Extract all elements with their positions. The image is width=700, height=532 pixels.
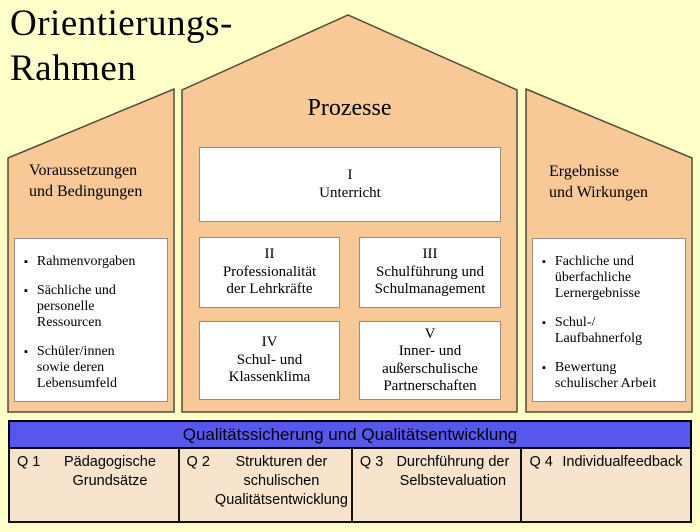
list-item: ▪ Sächliche und personelle Ressourcen (24, 283, 164, 331)
square-bullet-icon: ▪ (24, 285, 28, 297)
process-box-label: Schulführung und Schulmanagement (374, 263, 486, 298)
square-bullet-icon: ▪ (24, 346, 28, 358)
right-column-panel: ▪ Fachliche und überfachliche Lernergebn… (532, 238, 686, 402)
quality-cell-id: Q 1 (17, 454, 41, 470)
quality-cell-id: Q 4 (529, 454, 553, 470)
quality-cell-id: Q 3 (359, 454, 384, 470)
quality-cell-label: Pädagogische Grundsätze (64, 454, 156, 489)
square-bullet-icon: ▪ (542, 256, 546, 268)
left-bullet-list: ▪ Rahmenvorgaben ▪ Sächliche und persone… (15, 239, 167, 392)
list-item-label: Sächliche und personelle Ressourcen (36, 283, 116, 330)
process-box-label: Unterricht (319, 184, 381, 201)
list-item: ▪ Schul-/ Laufbahnerfolg (542, 315, 682, 347)
quality-cell-q4: Q 4 Individualfeedback (520, 449, 690, 521)
process-box-1-unterricht: I Unterricht (199, 147, 501, 222)
left-column-panel: ▪ Rahmenvorgaben ▪ Sächliche und persone… (14, 238, 168, 402)
process-box-numeral: V (424, 325, 436, 342)
square-bullet-icon: ▪ (542, 362, 546, 374)
list-item-label: Schüler/innen sowie deren Lebensumfeld (36, 344, 117, 391)
right-bullet-list: ▪ Fachliche und überfachliche Lernergebn… (533, 239, 685, 392)
list-item-label: Fachliche und überfachliche Lernergebnis… (554, 254, 641, 301)
process-box-numeral: II (264, 246, 275, 263)
center-heading: Prozesse (307, 95, 392, 121)
list-item-label: Bewertung schulischer Arbeit (554, 360, 657, 391)
square-bullet-icon: ▪ (542, 317, 546, 329)
page-title: Orientierungs- Rahmen (10, 3, 233, 89)
right-column-heading: Ergebnisse und Wirkungen (549, 163, 649, 201)
list-item: ▪ Schüler/innen sowie deren Lebensumfeld (24, 344, 164, 392)
square-bullet-icon: ▪ (24, 256, 28, 268)
list-item: ▪ Bewertung schulischer Arbeit (542, 360, 682, 392)
quality-bar: Qualitätssicherung und Qualitätsentwickl… (8, 420, 692, 449)
quality-cell-label: Individualfeedback (562, 454, 683, 470)
process-box-label: Inner- und außerschulische Partnerschaft… (382, 343, 478, 394)
quality-cell-q1: Q 1 Pädagogische Grundsätze (10, 449, 178, 521)
list-item: ▪ Fachliche und überfachliche Lernergebn… (542, 254, 682, 302)
quality-bar-label: Qualitätssicherung und Qualitätsentwickl… (182, 424, 518, 444)
list-item-label: Schul-/ Laufbahnerfolg (554, 315, 642, 346)
quality-cell-id: Q 2 (186, 454, 210, 470)
quality-cell-label: Strukturen der schulischen Qualitätsentw… (214, 454, 348, 508)
quality-row: Q 1 Pädagogische Grundsätze Q 2 Struktur… (8, 449, 692, 523)
process-box-numeral: IV (261, 334, 278, 351)
list-item-label: Rahmenvorgaben (36, 254, 136, 269)
process-box-label: Professionalität der Lehrkräfte (222, 263, 317, 298)
quality-cell-q2: Q 2 Strukturen der schulischen Qualitäts… (177, 449, 351, 521)
process-box-3-schulfuehrung: III Schulführung und Schulmanagement (359, 237, 501, 308)
process-box-4-klassenklima: IV Schul- und Klassenklima (199, 321, 340, 400)
process-box-label: Schul- und Klassenklima (228, 351, 311, 386)
list-item: ▪ Rahmenvorgaben (24, 254, 164, 270)
process-box-2-professionalitaet: II Professionalität der Lehrkräfte (199, 237, 340, 308)
process-box-numeral: III (422, 246, 438, 263)
quality-cell-q3: Q 3 Durchführung der Selbstevaluation (350, 449, 521, 521)
quality-cell-label: Durchführung der Selbstevaluation (396, 454, 510, 489)
left-column-heading: Voraussetzungen und Bedingungen (29, 162, 143, 200)
process-box-5-partnerschaften: V Inner- und außerschulische Partnerscha… (359, 321, 501, 400)
process-box-numeral: I (347, 167, 353, 183)
